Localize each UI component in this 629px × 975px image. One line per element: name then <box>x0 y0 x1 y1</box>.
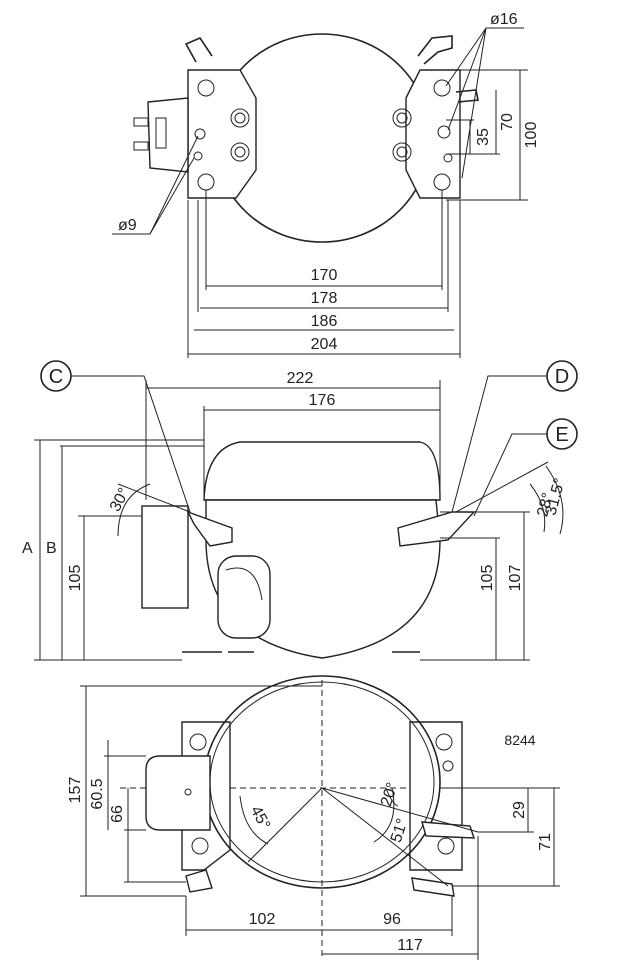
hole <box>437 837 455 855</box>
callout-e-label: E <box>555 424 568 446</box>
hole <box>442 760 454 772</box>
label-a: A <box>22 540 33 557</box>
dim-29: 29 <box>511 801 528 819</box>
leader-d <box>451 375 547 513</box>
grommet <box>392 108 412 128</box>
left-mount-plate <box>187 69 257 199</box>
terminal-pin <box>133 117 149 127</box>
dim-100: 100 <box>523 122 540 149</box>
ext-lines <box>80 685 322 897</box>
ext-lines <box>34 439 204 661</box>
top-view: ø16 ø9 35 70 100 170 178 186 204 <box>112 11 540 358</box>
dim-186: 186 <box>311 313 338 330</box>
ext-lines <box>205 190 443 290</box>
drawing-code: 8244 <box>504 732 535 748</box>
ang-30: 30° <box>107 485 133 514</box>
hole <box>437 125 451 139</box>
dim-66: 66 <box>109 805 126 823</box>
terminal-box <box>147 97 189 173</box>
dim-170: 170 <box>311 267 338 284</box>
ang-28: 28° <box>534 491 557 519</box>
arc-28 <box>529 483 546 533</box>
dim-105-right: 105 <box>479 565 496 592</box>
dim-204: 204 <box>311 336 338 353</box>
ang-51: 51° <box>388 816 412 844</box>
ray-51 <box>321 787 449 887</box>
arc-20 <box>385 787 399 807</box>
terminal-point <box>184 788 192 796</box>
callout-d-label: D <box>555 366 569 388</box>
ray-20 <box>321 787 479 833</box>
terminal-box-side <box>141 505 189 609</box>
dia16-label: ø16 <box>490 11 518 28</box>
ext-lines <box>420 511 530 661</box>
ang-20: 20° <box>378 780 402 808</box>
tube-right <box>397 511 476 547</box>
grommet-inner <box>234 146 246 158</box>
hole <box>189 733 207 751</box>
ext-lines <box>440 787 560 887</box>
angle-ray <box>117 483 191 513</box>
dia9-label: ø9 <box>118 217 137 234</box>
dim-70: 70 <box>499 113 516 131</box>
hole <box>433 79 451 97</box>
ext-lines <box>446 69 528 201</box>
dim-157: 157 <box>67 777 84 804</box>
callout-c-label: C <box>49 366 63 388</box>
arc-30 <box>117 483 151 537</box>
dim-222: 222 <box>287 370 314 387</box>
leader <box>112 135 199 235</box>
ext-lines <box>197 200 449 312</box>
tube-bottom-right-upper <box>421 821 475 839</box>
angle-ray <box>455 461 549 513</box>
arc-51 <box>373 787 395 843</box>
top-dome <box>203 441 441 501</box>
dim-105-left: 105 <box>67 565 84 592</box>
terminal-block <box>155 117 167 149</box>
ray-45 <box>247 787 323 863</box>
side-view: C D E 222 176 A B 105 <box>22 360 578 661</box>
ext-lines <box>185 836 479 960</box>
ext-lines <box>187 200 461 358</box>
dim-176: 176 <box>309 392 336 409</box>
grommet <box>230 142 250 162</box>
dim-107: 107 <box>507 565 524 592</box>
tube-left <box>186 510 233 547</box>
bottom-view: 8244 45° 20° 51° <box>67 675 560 960</box>
arc-45 <box>239 795 269 845</box>
grommet-inner <box>234 112 246 124</box>
grommet <box>392 142 412 162</box>
leader-e <box>473 433 547 517</box>
dim-96: 96 <box>383 911 401 928</box>
leader <box>445 27 487 179</box>
dim-178: 178 <box>311 290 338 307</box>
right-mount-plate <box>405 69 461 199</box>
dim-71: 71 <box>537 833 554 851</box>
tube-bottom-left <box>185 869 213 893</box>
terminal-box-bottom <box>145 755 211 831</box>
top-right-stub <box>417 35 453 65</box>
grommet-inner <box>396 112 408 124</box>
right-pipe <box>455 89 479 103</box>
grommet-inner <box>396 146 408 158</box>
arc-31-5 <box>545 465 564 535</box>
terminal-pin <box>133 141 149 151</box>
body-recess <box>217 555 271 639</box>
hole <box>197 79 215 97</box>
dim-35: 35 <box>475 128 492 146</box>
label-b: B <box>46 540 57 557</box>
recess-detail <box>225 567 263 601</box>
dim-60-5: 60.5 <box>89 778 106 809</box>
hole <box>193 151 203 161</box>
leader-c <box>71 375 191 513</box>
hole <box>194 128 206 140</box>
grommet <box>230 108 250 128</box>
dim-102: 102 <box>249 911 276 928</box>
tube-bottom-right-lower <box>411 877 455 897</box>
top-left-stub <box>184 37 213 63</box>
dim-117: 117 <box>397 937 423 954</box>
hole <box>435 733 453 751</box>
hole <box>191 837 209 855</box>
